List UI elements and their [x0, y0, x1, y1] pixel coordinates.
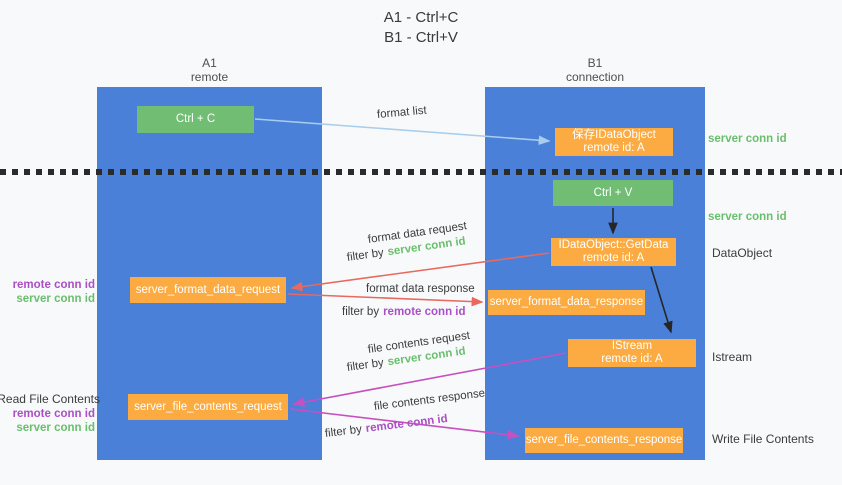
lane-header-a1: A1 remote	[97, 56, 322, 84]
istream-box: IStream remote id: A	[568, 339, 696, 367]
ctrl-v-label: Ctrl + V	[593, 186, 633, 199]
diagram-title: A1 - Ctrl+C B1 - Ctrl+V	[0, 8, 842, 48]
save-idataobject-box: 保存IDataObject remote id: A	[555, 128, 673, 156]
left-remote-conn-id-top-label: remote conn id	[12, 279, 95, 291]
ctrl-v-box: Ctrl + V	[553, 180, 673, 206]
ctrl-c-box: Ctrl + C	[137, 106, 254, 133]
save-idataobject-line1: 保存IDataObject	[572, 129, 656, 141]
getdata-line1: IDataObject::GetData	[558, 239, 669, 251]
left-server-conn-id-bottom-label: server conn id	[16, 422, 95, 434]
format-request-label: server_format_data_request	[135, 283, 281, 296]
lane-a1-name: A1	[202, 56, 217, 70]
title-line-1: A1 - Ctrl+C	[383, 9, 459, 26]
server-format-data-response-box: server_format_data_response	[488, 290, 645, 315]
title-line-2: B1 - Ctrl+V	[384, 29, 458, 46]
format-list-label: format list	[376, 104, 428, 121]
ctrl-c-label: Ctrl + C	[175, 113, 216, 125]
read-file-contents-label: Read File Contents	[0, 392, 100, 406]
remote-conn-id-text: remote conn id	[365, 412, 449, 435]
istream-line1: IStream	[611, 340, 653, 352]
server-file-contents-request-box: server_file_contents_request	[128, 394, 288, 420]
lane-b1-role: connection	[565, 70, 625, 84]
right-server-conn-id-mid-label: server conn id	[708, 211, 787, 223]
lane-header-b1: B1 connection	[485, 56, 705, 84]
file-contents-response-label: file contents response	[373, 387, 486, 413]
format-data-response-label: format data response	[366, 283, 475, 295]
server-format-data-request-box: server_format_data_request	[130, 277, 286, 303]
machine-boundary-dashed-line	[0, 169, 842, 175]
filter-by-text: filter by	[346, 356, 385, 374]
remote-conn-id-text: remote conn id	[383, 306, 466, 318]
right-server-conn-id-top-label: server conn id	[708, 133, 787, 145]
getdata-line2: remote id: A	[582, 252, 645, 264]
file-response-label: server_file_contents_response	[525, 434, 683, 446]
idataobject-getdata-box: IDataObject::GetData remote id: A	[551, 238, 676, 266]
filter-by-text: filter by	[346, 246, 385, 264]
write-file-contents-label: Write File Contents	[712, 432, 814, 446]
left-server-conn-id-top-label: server conn id	[16, 293, 95, 305]
save-idataobject-line2: remote id: A	[583, 142, 645, 154]
dataobject-side-label: DataObject	[712, 246, 773, 260]
istream-side-label: Istream	[712, 350, 753, 364]
istream-line2: remote id: A	[601, 353, 663, 365]
filter-by-text: filter by	[324, 423, 363, 440]
lane-b1-name: B1	[587, 56, 603, 70]
left-remote-conn-id-bottom-label: remote conn id	[12, 408, 95, 420]
file-request-label: server_file_contents_request	[134, 400, 282, 413]
format-response-label: server_format_data_response	[489, 296, 644, 308]
server-file-contents-response-box: server_file_contents_response	[525, 428, 683, 453]
lane-a1-role: remote	[190, 70, 229, 84]
filter-by-text: filter by	[342, 306, 380, 318]
